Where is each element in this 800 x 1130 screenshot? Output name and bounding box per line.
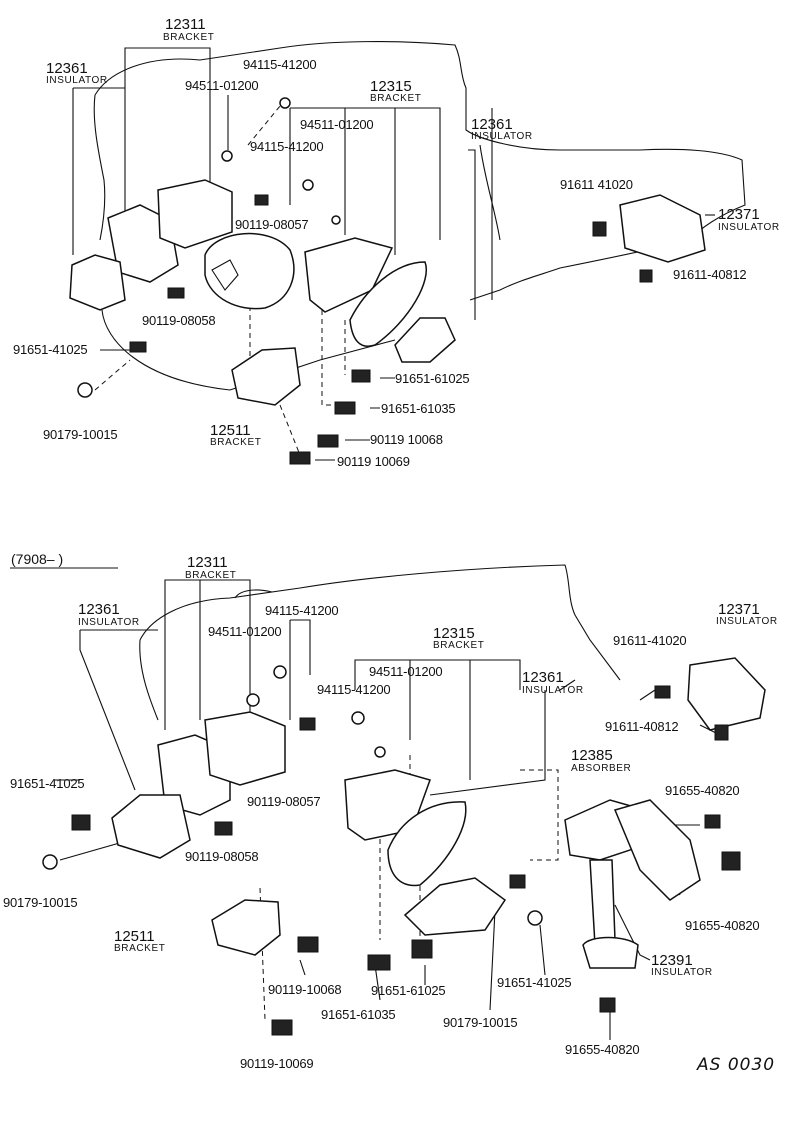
bottom-12311-number: 12311 [187,554,228,571]
bottom-12361-left-number: 12361 [78,601,120,618]
bottom-91655-40820-b: 91655-40820 [685,918,760,933]
top-12315-number: 12315 [370,78,412,95]
bottom-91651-41025-b: 91651-41025 [497,975,572,990]
top-12371-number: 12371 [718,206,760,223]
bottom-91651-61025: 91651-61025 [371,983,446,998]
bottom-94511-01200-b: 94511-01200 [369,664,443,679]
bottom-12385-name: ABSORBER [571,763,632,774]
top-12371-name: INSULATOR [718,222,780,233]
top-90119-08058: 90119-08058 [142,313,216,328]
top-91651-61025: 91651-61025 [395,371,470,386]
top-94115-41200-b: 94115-41200 [250,139,324,154]
bottom-91651-61035: 91651-61035 [321,1007,396,1022]
bottom-12385-number: 12385 [571,747,613,764]
bottom-94511-01200-a: 94511-01200 [208,624,282,639]
bottom-leader-lines [55,579,721,1040]
top-90119-10068: 90119 10068 [370,432,443,447]
bottom-12371-number: 12371 [718,601,760,618]
drawing-reference-mark: AS 0030 [697,1055,776,1075]
bottom-91655-40820-a: 91655-40820 [665,783,740,798]
bottom-90179-10015-b: 90179-10015 [443,1015,518,1030]
top-12311-name: BRACKET [163,32,215,43]
bottom-12311-name: BRACKET [185,570,237,581]
bottom-12361-left-name: INSULATOR [78,617,140,628]
bottom-91655-40820-c: 91655-40820 [565,1042,640,1057]
bottom-91651-41025-a: 91651-41025 [10,776,85,791]
bottom-91611-40812: 91611-40812 [605,719,679,734]
top-94115-41200-a: 94115-41200 [243,57,317,72]
bottom-12511-name: BRACKET [114,943,166,954]
top-leader-lines [72,47,715,461]
bottom-90119-08057: 90119-08057 [247,794,321,809]
bottom-12315-name: BRACKET [433,640,485,651]
bottom-90119-10068: 90119-10068 [268,982,342,997]
top-91651-41025: 91651-41025 [13,342,88,357]
bottom-12511-number: 12511 [114,928,155,945]
top-12315-name: BRACKET [370,93,422,104]
top-94511-01200-a: 94511-01200 [185,78,259,93]
top-91611-40812: 91611-40812 [673,267,747,282]
bottom-94115-41200-a: 94115-41200 [265,603,339,618]
top-90119-10069: 90119 10069 [337,454,410,469]
top-12511-name: BRACKET [210,437,262,448]
bottom-90119-10069: 90119-10069 [240,1056,314,1071]
bottom-90179-10015-a: 90179-10015 [3,895,78,910]
section2-header: (7908– ) [11,551,64,567]
bottom-91611-41020: 91611-41020 [613,633,687,648]
bottom-94115-41200-b: 94115-41200 [317,682,391,697]
bottom-12361-right-number: 12361 [522,669,564,686]
bottom-12371-name: INSULATOR [716,616,778,627]
bottom-12315-number: 12315 [433,625,475,642]
top-90119-08057: 90119-08057 [235,217,309,232]
bottom-12361-right-name: INSULATOR [522,685,584,696]
bottom-12391-name: INSULATOR [651,967,713,978]
bottom-parts [42,657,766,1036]
top-12511-number: 12511 [210,422,251,439]
top-91611-41020: 91611 41020 [560,177,633,192]
top-12361-right-name: INSULATOR [471,131,533,142]
top-91651-61035: 91651-61035 [381,401,456,416]
top-90179-10015: 90179-10015 [43,427,118,442]
bottom-engine-outline [139,564,621,721]
top-12361-left-name: INSULATOR [46,75,108,86]
top-12361-right-number: 12361 [471,116,513,133]
top-engine-outline [93,41,746,301]
top-12361-left-number: 12361 [46,60,88,77]
bottom-12391-number: 12391 [651,952,693,969]
top-parts [69,97,706,465]
top-94511-01200-b: 94511-01200 [300,117,374,132]
bottom-90119-08058: 90119-08058 [185,849,259,864]
top-12311-number: 12311 [165,16,206,33]
